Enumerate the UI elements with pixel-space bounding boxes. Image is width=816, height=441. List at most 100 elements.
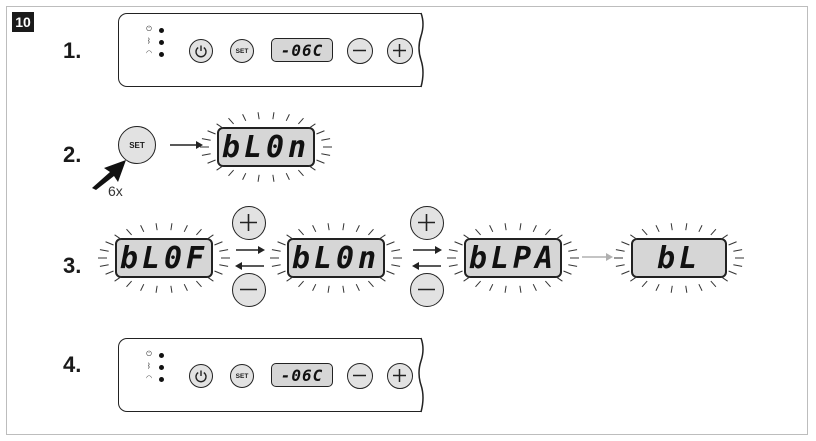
blink-ray: [206, 276, 214, 282]
power-button[interactable]: [189, 364, 213, 388]
blink-ray: [670, 223, 673, 231]
panel-torn-edge: [418, 337, 424, 413]
blink-ray: [733, 264, 743, 267]
lcd-bl: bL: [631, 238, 727, 278]
step-4-label: 4.: [63, 352, 82, 377]
minus-button[interactable]: [347, 363, 373, 389]
blink-ray: [720, 234, 728, 240]
lcd-bl0n: bL0n: [287, 238, 385, 278]
blink-ray: [285, 172, 290, 180]
blink-ray: [312, 225, 317, 233]
plus-button[interactable]: [387, 363, 413, 389]
blink-ray: [519, 223, 522, 231]
temperature-display: -06C: [271, 38, 333, 62]
blink-ray: [475, 228, 481, 236]
blink-ray: [463, 276, 471, 282]
blink-ray: [140, 225, 145, 233]
blink-ray: [504, 285, 507, 293]
set-button[interactable]: SET: [230, 364, 254, 388]
temperature-display: -06C: [271, 363, 333, 387]
blink-ray: [545, 280, 551, 288]
blink-ray: [368, 228, 374, 236]
blink-ray: [242, 114, 247, 122]
blink-ray: [378, 276, 386, 282]
blink-ray: [272, 112, 275, 120]
blink-ray: [272, 174, 275, 182]
blink-ray: [271, 264, 281, 267]
blink-ray: [563, 241, 572, 246]
power-button[interactable]: [189, 39, 213, 63]
status-dot: [159, 27, 164, 33]
step-1-label: 1.: [63, 38, 82, 63]
blink-ray: [298, 169, 304, 177]
lcd-bl0n-step2: bL0n: [217, 127, 315, 167]
plus-button[interactable]: [387, 38, 413, 64]
plus-button-step3a[interactable]: [232, 206, 266, 240]
blink-ray: [355, 225, 360, 233]
blink-ray: [126, 228, 132, 236]
blink-ray: [733, 249, 743, 252]
plus-button-step3b[interactable]: [410, 206, 444, 240]
blink-ray: [454, 270, 463, 275]
press-count: 6x: [108, 183, 123, 199]
arrow-forward-backward-icon: [235, 246, 265, 270]
blink-ray: [454, 241, 463, 246]
blink-ray: [685, 223, 688, 231]
blink-ray: [391, 264, 401, 267]
blink-ray: [114, 276, 122, 282]
set-button-label: SET: [235, 372, 249, 380]
blink-ray: [201, 153, 211, 156]
arrow-forward-backward-icon: [412, 246, 442, 270]
blink-ray: [214, 241, 223, 246]
blink-ray: [555, 234, 563, 240]
blink-ray: [183, 283, 188, 291]
blink-ray: [271, 249, 281, 252]
blink-ray: [312, 283, 317, 291]
blink-ray: [214, 270, 223, 275]
blink-ray: [670, 285, 673, 293]
blink-ray: [321, 138, 331, 141]
blink-ray: [655, 225, 660, 233]
blink-ray: [308, 123, 316, 129]
blink-ray: [316, 130, 325, 135]
blink-ray: [685, 285, 688, 293]
figure-number: 10: [12, 12, 34, 32]
blink-ray: [201, 138, 211, 141]
blink-ray: [99, 249, 109, 252]
blink-ray: [532, 225, 537, 233]
blink-ray: [641, 280, 648, 288]
blink-ray: [99, 264, 109, 267]
step-2-label: 2.: [63, 142, 82, 167]
minus-icon: [353, 49, 366, 52]
plus-icon: [393, 369, 406, 382]
status-dot: [159, 364, 164, 370]
blink-ray: [216, 165, 224, 171]
minus-button-step3a[interactable]: [232, 273, 266, 307]
blink-ray: [391, 249, 401, 252]
blink-ray: [257, 112, 260, 120]
blink-ray: [489, 283, 494, 291]
blink-ray: [368, 280, 374, 288]
blink-ray: [206, 234, 214, 240]
blink-ray: [655, 283, 660, 291]
set-button-step2[interactable]: SET: [118, 126, 156, 164]
control-panel-step1: ⏻ ᛒ ◠ SET -06C: [118, 12, 424, 88]
blink-ray: [489, 225, 494, 233]
blink-ray: [545, 228, 551, 236]
blink-ray: [316, 159, 325, 164]
lcd-bl0f: bL0F: [115, 238, 213, 278]
blink-ray: [630, 234, 638, 240]
blink-ray: [155, 285, 158, 293]
status-indicators: ⏻ ᛒ ◠: [143, 349, 167, 385]
blink-ray: [342, 285, 345, 293]
blink-ray: [207, 130, 216, 135]
blink-ray: [286, 234, 294, 240]
minus-button-step3b[interactable]: [410, 273, 444, 307]
status-dot: [159, 376, 164, 382]
minus-button[interactable]: [347, 38, 373, 64]
blink-ray: [630, 276, 638, 282]
blink-ray: [448, 249, 458, 252]
set-button[interactable]: SET: [230, 39, 254, 63]
blink-ray: [308, 165, 316, 171]
